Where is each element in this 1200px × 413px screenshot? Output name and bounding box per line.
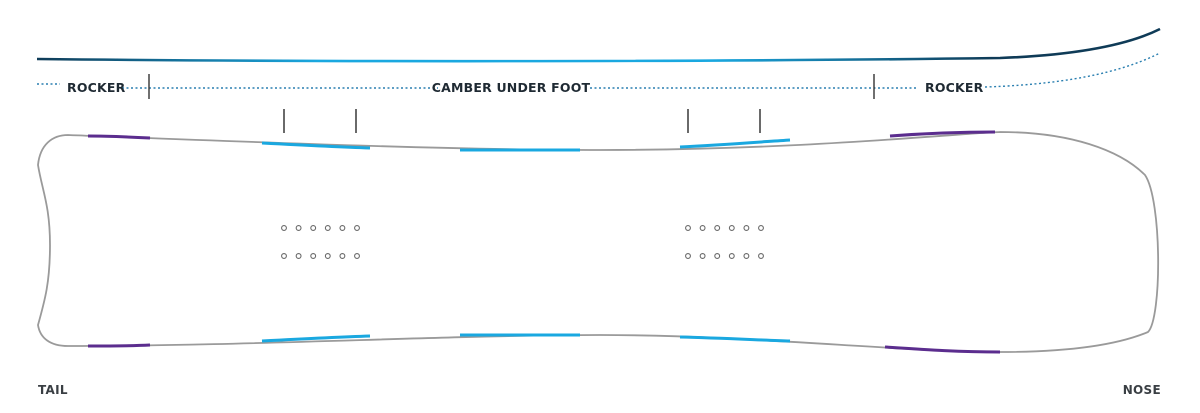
insert-hole bbox=[743, 225, 750, 231]
insert-hole bbox=[743, 253, 750, 259]
edge-highlight-purple bbox=[87, 343, 151, 348]
insert-hole bbox=[685, 225, 691, 231]
insert-hole bbox=[295, 253, 302, 259]
profile-dotted-baseline bbox=[37, 52, 1161, 89]
nose-label: NOSE bbox=[1122, 383, 1161, 397]
insert-hole bbox=[354, 225, 360, 231]
insert-hole bbox=[324, 253, 331, 259]
insert-hole bbox=[758, 253, 764, 259]
insert-hole bbox=[324, 225, 331, 231]
insert-hole bbox=[310, 253, 317, 259]
insert-clusters bbox=[281, 225, 764, 259]
edge-highlight-blue bbox=[261, 334, 371, 343]
insert-hole bbox=[310, 225, 317, 231]
board-outline-view bbox=[37, 130, 1160, 354]
insert-hole bbox=[758, 225, 764, 231]
insert-hole bbox=[699, 225, 706, 231]
board-outline bbox=[37, 131, 1160, 353]
tail-rocker-label: ROCKER bbox=[67, 80, 126, 95]
insert-hole bbox=[714, 253, 721, 259]
nose-rocker-label: ROCKER bbox=[925, 80, 984, 95]
insert-hole bbox=[354, 253, 360, 259]
edge-highlight-purple bbox=[884, 345, 1001, 354]
insert-hole bbox=[728, 253, 735, 259]
tail-label: TAIL bbox=[38, 383, 68, 397]
profile-base-line bbox=[36, 27, 1161, 63]
stance-markers bbox=[283, 109, 761, 133]
edge-highlight-blue bbox=[679, 335, 791, 343]
insert-hole bbox=[728, 225, 735, 231]
edge-highlight-blue bbox=[261, 141, 371, 150]
insert-hole bbox=[339, 253, 346, 259]
camber-label: CAMBER UNDER FOOT bbox=[432, 80, 591, 95]
edge-highlight-blue bbox=[679, 138, 791, 149]
edge-highlight-purple bbox=[889, 130, 996, 138]
insert-hole bbox=[714, 225, 721, 231]
insert-hole bbox=[685, 253, 691, 259]
insert-hole bbox=[295, 225, 302, 231]
insert-hole bbox=[281, 253, 287, 259]
insert-hole bbox=[281, 225, 287, 231]
edge-highlight-purple bbox=[87, 134, 151, 140]
insert-hole bbox=[699, 253, 706, 259]
insert-hole bbox=[339, 225, 346, 231]
profile-view: ROCKER CAMBER UNDER FOOT ROCKER bbox=[36, 27, 1161, 99]
